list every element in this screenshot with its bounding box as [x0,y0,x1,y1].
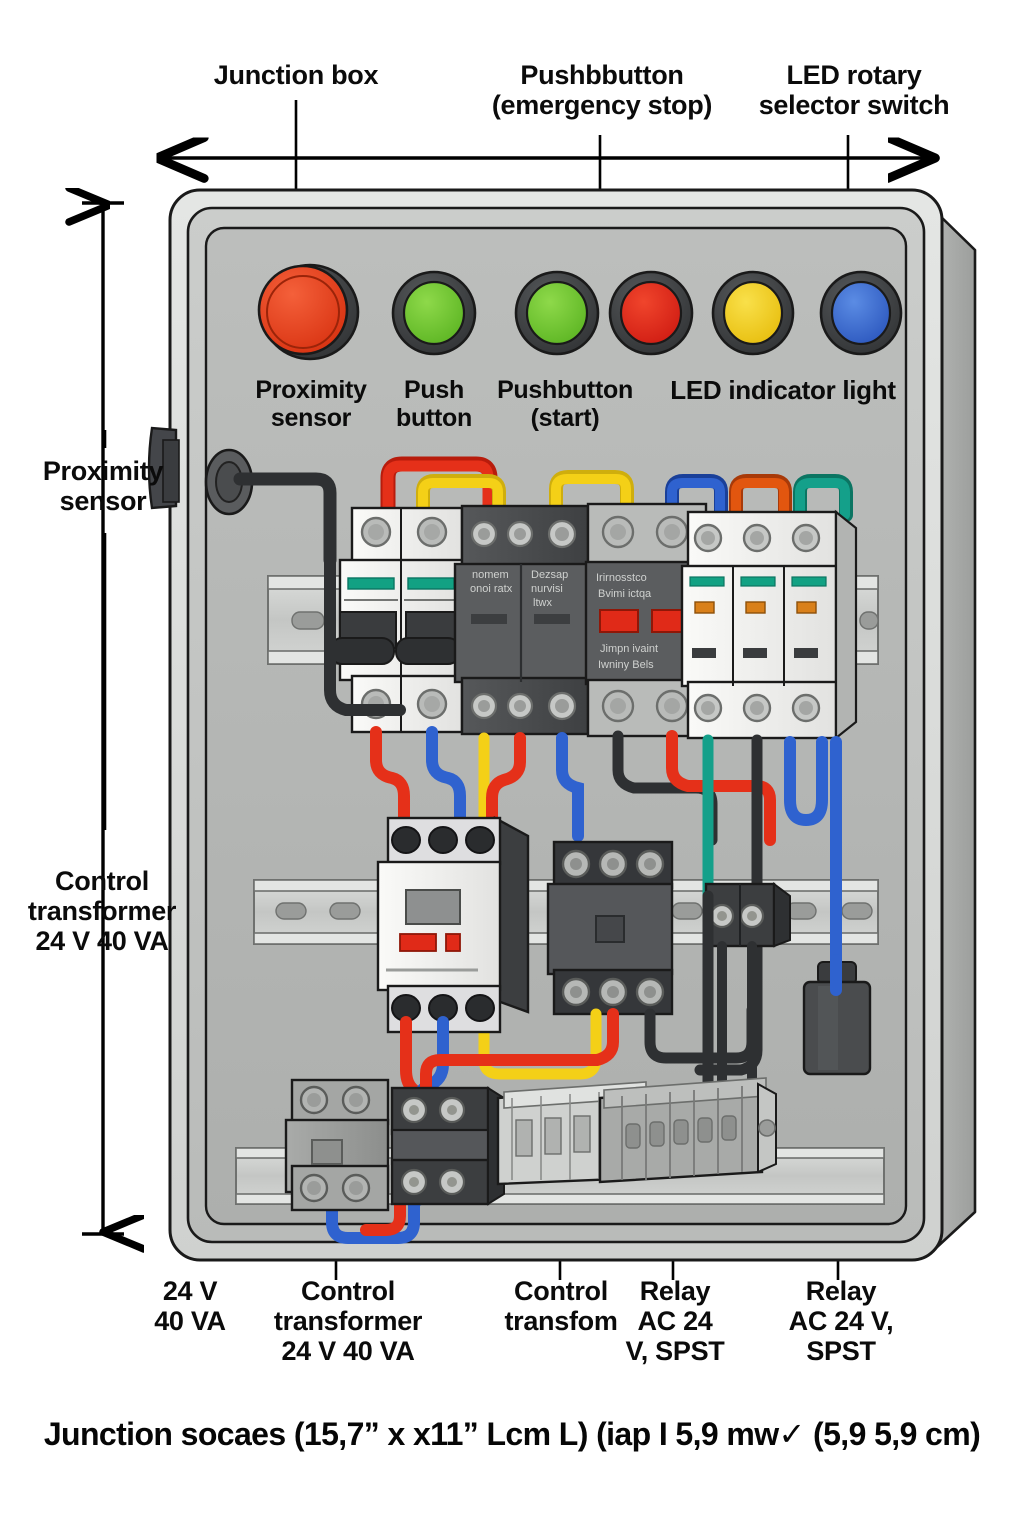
label-bottom-rating: 24 V 40 VA [154,1276,226,1337]
relay-bottom-dark [390,1086,505,1206]
dark-module-pair: nomem onoi ratx Dezsap nurvisi ltwx [453,504,590,736]
height-dimension-arrow [82,203,124,1234]
label-junction-box: Junction box [213,60,379,90]
relay-middle [546,840,674,1016]
label-panel-led-indicator-light: LED indicator light [670,375,896,405]
button-row [257,263,903,361]
button-led-indicator-red[interactable] [608,270,694,356]
label-bottom-relay-1: Relay AC 24 V, SPST [625,1276,725,1367]
module-label-2a: Dezsap [531,569,568,581]
button-push-button[interactable] [391,270,477,356]
label-led-rotary-selector: LED rotary selector switch [758,60,950,121]
surge-protector-block [680,509,858,741]
button-led-indicator-blue[interactable] [819,270,903,356]
contactor-bottom-gray [284,1078,390,1212]
label-bottom-control-transformer: Control transformer 24 V 40 VA [273,1276,423,1367]
button-led-indicator-yellow[interactable] [711,270,795,356]
module-label-3b: Bvimi ictqa [598,588,652,600]
terminal-block-small [704,882,791,948]
label-panel-proximity-sensor: Proximity sensor [255,376,367,432]
module-label-3c: Jimpn ivaint [600,643,658,655]
label-left-proximity-sensor: Proximity sensor [42,456,164,517]
diagram-caption: Junction socaes (15,7” x x11” Lcm L) (ia… [43,1416,981,1452]
label-panel-push-button: Push button [396,376,472,432]
module-label-2c: ltwx [533,597,552,609]
label-bottom-relay-2: Relay AC 24 V, SPST [788,1276,894,1367]
module-label-2b: nurvisi [531,583,563,595]
terminal-block-strip-dark [598,1077,777,1184]
label-left-control-transformer: Control transformer 24 V 40 VA [27,866,177,957]
module-label-1a: nomem [472,569,509,581]
proximity-sensor-gland [147,426,337,567]
button-proximity-sensor[interactable] [257,263,360,361]
module-label-3a: Irirnosstco [596,572,647,584]
module-label-1b: onoi ratx [470,583,513,595]
label-pushbutton-estop: Pushbbutton (emergency stop) [491,60,713,121]
button-pushbutton-start[interactable] [514,270,600,356]
label-bottom-control-transform: Control transfom [504,1276,618,1337]
module-label-3d: Iwniny Bels [598,659,654,671]
contactor [376,815,530,1034]
label-panel-pushbutton-start: Pushbutton (start) [497,376,633,432]
jumper-wires-top [380,456,853,523]
